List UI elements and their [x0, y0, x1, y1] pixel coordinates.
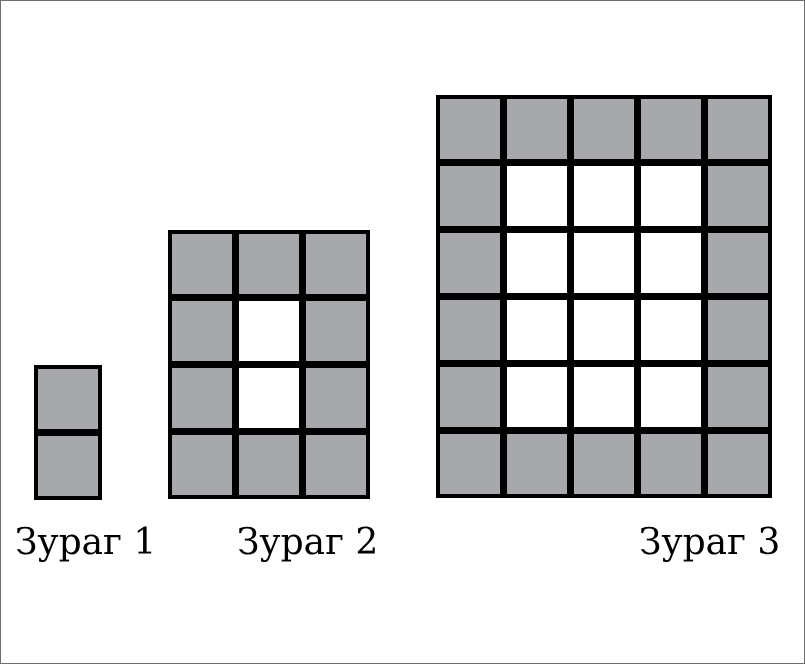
figure-3-caption: Зураг 3	[639, 522, 781, 563]
shaded-cell	[704, 162, 772, 230]
empty-cell	[503, 296, 571, 364]
shaded-cell	[704, 430, 772, 498]
empty-cell	[570, 162, 638, 230]
shaded-cell	[436, 296, 504, 364]
shaded-cell	[168, 364, 236, 432]
shaded-cell	[704, 95, 772, 163]
empty-cell	[235, 364, 303, 432]
shaded-cell	[168, 297, 236, 365]
shaded-cell	[235, 431, 303, 499]
empty-cell	[637, 296, 705, 364]
shaded-cell	[302, 297, 370, 365]
shaded-cell	[436, 229, 504, 297]
shaded-cell	[436, 162, 504, 230]
shaded-cell	[436, 430, 504, 498]
shaded-cell	[570, 430, 638, 498]
empty-cell	[637, 229, 705, 297]
shaded-cell	[503, 95, 571, 163]
empty-cell	[235, 297, 303, 365]
shaded-cell	[34, 432, 102, 500]
shaded-cell	[637, 95, 705, 163]
shaded-cell	[637, 430, 705, 498]
shaded-cell	[302, 230, 370, 298]
empty-cell	[570, 296, 638, 364]
empty-cell	[637, 162, 705, 230]
shaded-cell	[503, 430, 571, 498]
empty-cell	[637, 363, 705, 431]
shaded-cell	[704, 229, 772, 297]
shaded-cell	[570, 95, 638, 163]
empty-cell	[570, 363, 638, 431]
empty-cell	[503, 229, 571, 297]
shaded-cell	[34, 365, 102, 433]
shaded-cell	[704, 363, 772, 431]
shaded-cell	[436, 363, 504, 431]
empty-cell	[570, 229, 638, 297]
figure-1-caption: Зураг 1	[15, 522, 157, 563]
shaded-cell	[302, 364, 370, 432]
figure-1-grid	[34, 365, 104, 502]
figure-2-grid	[168, 230, 373, 502]
shaded-cell	[302, 431, 370, 499]
shaded-cell	[436, 95, 504, 163]
shaded-cell	[235, 230, 303, 298]
shaded-cell	[168, 431, 236, 499]
empty-cell	[503, 162, 571, 230]
figure-2-caption: Зураг 2	[237, 522, 379, 563]
shaded-cell	[704, 296, 772, 364]
shaded-cell	[168, 230, 236, 298]
empty-cell	[503, 363, 571, 431]
figure-3-grid	[436, 95, 776, 502]
